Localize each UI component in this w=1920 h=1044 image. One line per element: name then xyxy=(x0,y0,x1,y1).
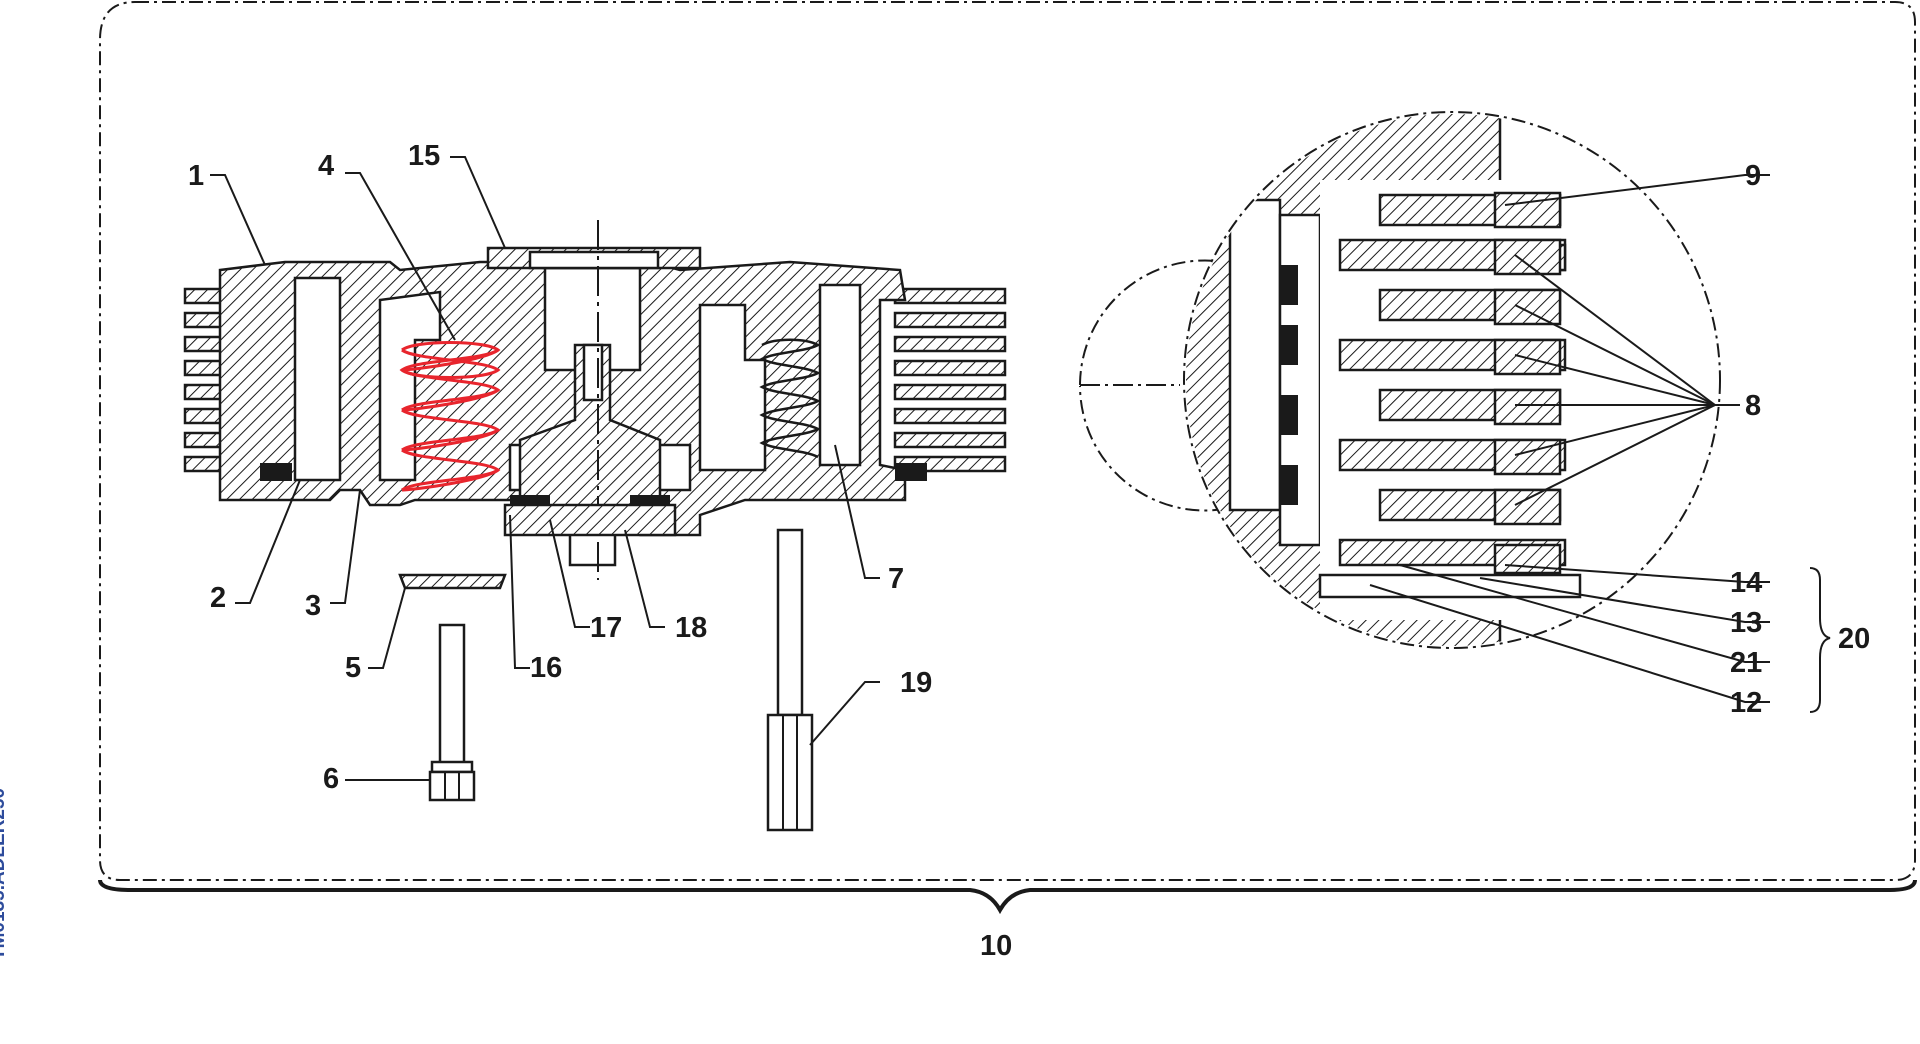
callout-13: 13 xyxy=(1730,607,1762,639)
callout-2: 2 xyxy=(210,582,226,614)
callout-17: 17 xyxy=(590,612,622,644)
callout-10: 10 xyxy=(980,930,1012,962)
spring-part-4 xyxy=(399,341,501,492)
bolt-part-6 xyxy=(428,623,476,802)
callout-8: 8 xyxy=(1745,390,1761,422)
callout-12: 12 xyxy=(1730,687,1762,719)
spring-part-7 xyxy=(759,338,821,459)
leader-lines xyxy=(210,156,1831,781)
assembly-brace xyxy=(98,879,1917,915)
detail-view xyxy=(1183,111,1721,649)
tool-part-19 xyxy=(766,528,814,832)
main-section xyxy=(183,220,1007,580)
callout-9: 9 xyxy=(1745,160,1761,192)
callout-1: 1 xyxy=(188,160,204,192)
callout-7: 7 xyxy=(888,563,904,595)
callout-21: 21 xyxy=(1730,647,1762,679)
callout-20: 20 xyxy=(1838,623,1870,655)
document-code: TM0135.ADLER250 xyxy=(0,787,9,960)
callout-19: 19 xyxy=(900,667,932,699)
right-plate-stack xyxy=(893,287,1007,473)
callouts: 1 2 3 4 5 6 7 8 9 10 14 13 21 12 15 16 1… xyxy=(188,140,1870,962)
callout-4: 4 xyxy=(318,150,334,182)
callout-18: 18 xyxy=(675,612,707,644)
callout-15: 15 xyxy=(408,140,440,172)
assembly-boundary xyxy=(99,0,1916,881)
shim-part-5 xyxy=(398,573,507,590)
callout-6: 6 xyxy=(323,763,339,795)
callout-14: 14 xyxy=(1730,567,1762,599)
callout-3: 3 xyxy=(305,590,321,622)
callout-16: 16 xyxy=(530,652,562,684)
callout-5: 5 xyxy=(345,652,361,684)
